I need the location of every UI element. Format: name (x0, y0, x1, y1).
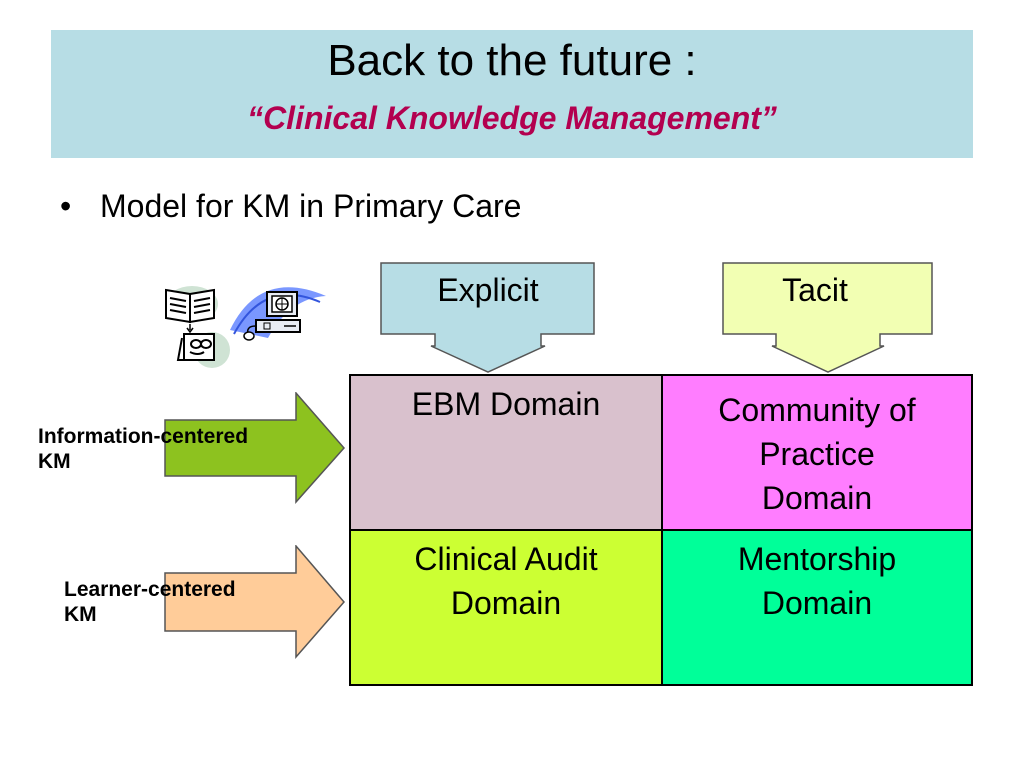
bullet-item: • Model for KM in Primary Care (60, 184, 521, 228)
slide-title: Back to the future : (327, 36, 697, 85)
mentorship-cell: Mentorship Domain (663, 531, 971, 684)
bullet-dot: • (60, 188, 72, 224)
slide-subtitle: “Clinical Knowledge Management” (247, 100, 777, 136)
clinical-audit-cell: Clinical Audit Domain (351, 531, 663, 684)
bullet-text: Model for KM in Primary Care (100, 188, 522, 224)
tacit-arrow: Tacit (722, 262, 934, 374)
thinking-person-icon (176, 332, 230, 368)
computer-icon (230, 287, 326, 341)
tacit-label: Tacit (782, 272, 848, 308)
explicit-label: Explicit (437, 272, 539, 308)
information-label: Information-centered KM (38, 425, 249, 473)
learner-label: Learner-centered KM (64, 578, 236, 626)
clip-art (160, 268, 335, 374)
learner-arrow (164, 543, 346, 659)
book-icon (165, 286, 218, 334)
information-arrow (164, 391, 346, 504)
title-box: Back to the future : “Clinical Knowledge… (51, 30, 973, 158)
community-of-practice-cell: Community of Practice Domain (663, 376, 971, 531)
km-model-grid: EBM Domain Community of Practice Domain … (349, 374, 973, 686)
ebm-domain-cell: EBM Domain (351, 376, 663, 531)
explicit-arrow: Explicit (380, 262, 596, 374)
